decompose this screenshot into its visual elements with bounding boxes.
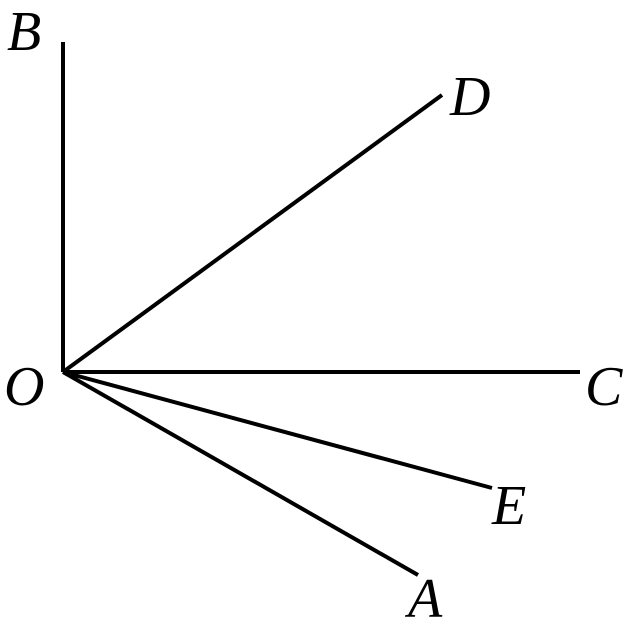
ray-OE: [62, 370, 493, 490]
label-D: D: [449, 66, 490, 128]
ray-OD: [61, 93, 444, 374]
label-B: B: [7, 1, 41, 63]
ray-OA: [62, 370, 419, 577]
label-O: O: [4, 356, 44, 418]
label-A: A: [404, 568, 443, 619]
label-E: E: [491, 475, 526, 537]
label-C: C: [585, 356, 623, 418]
